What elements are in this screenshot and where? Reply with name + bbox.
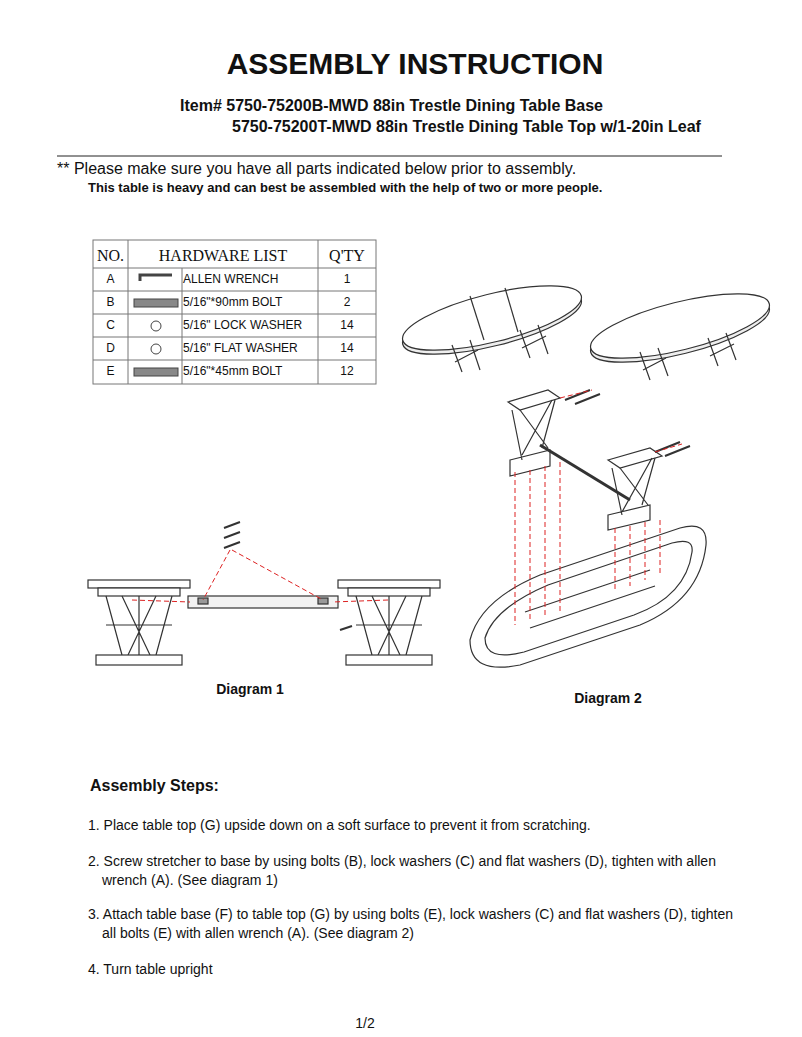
table-cell: 5/16"*45mm BOLT xyxy=(183,364,317,378)
item-number: 5750-75200T-MWD 88in Trestle Dining Tabl… xyxy=(232,117,772,136)
table-header: Q'TY xyxy=(318,246,376,265)
table-cell: 5/16"*90mm BOLT xyxy=(183,295,317,309)
table-cell: 14 xyxy=(318,341,376,355)
table-cell: 5/16" FLAT WASHER xyxy=(183,341,317,355)
table-cell: 2 xyxy=(318,295,376,309)
step-text: 4. Turn table upright xyxy=(88,960,748,979)
table-view xyxy=(397,272,775,380)
page-number: 1/2 xyxy=(340,1015,390,1032)
step-text: 2. Screw stretcher to base by using bolt… xyxy=(88,852,748,890)
figure-caption: Diagram 2 xyxy=(548,690,668,707)
diagram-2 xyxy=(470,390,706,667)
table-cell: E xyxy=(93,364,128,378)
table-cell: D xyxy=(93,341,128,355)
figure-caption: Diagram 1 xyxy=(190,681,310,698)
table-cell: A xyxy=(93,272,128,286)
table-cell: ALLEN WRENCH xyxy=(183,272,317,286)
item-number: Item# 5750-75200B-MWD 88in Trestle Dinin… xyxy=(180,96,740,115)
note: ** Please make sure you have all parts i… xyxy=(57,159,757,178)
rule xyxy=(57,156,722,157)
table-cell: 5/16" LOCK WASHER xyxy=(183,318,317,332)
table-cell: 12 xyxy=(318,364,376,378)
diagram-1 xyxy=(88,522,440,665)
table-cell: B xyxy=(93,295,128,309)
table-header: HARDWARE LIST xyxy=(128,246,318,265)
guide-lines xyxy=(515,390,682,625)
table-header: NO. xyxy=(93,246,128,265)
guide-lines xyxy=(132,550,388,602)
table-cell: 1 xyxy=(318,272,376,286)
hardware-table xyxy=(93,240,376,384)
note: This table is heavy and can best be asse… xyxy=(88,180,788,196)
hardware-icons xyxy=(134,275,178,376)
table-cell: C xyxy=(93,318,128,332)
step-text: 1. Place table top (G) upside down on a … xyxy=(88,816,768,835)
page-title: ASSEMBLY INSTRUCTION xyxy=(0,46,802,82)
table-cell: 14 xyxy=(318,318,376,332)
step-text: 3. Attach table base (F) to table top (G… xyxy=(88,905,748,943)
section-heading: Assembly Steps: xyxy=(90,776,390,795)
